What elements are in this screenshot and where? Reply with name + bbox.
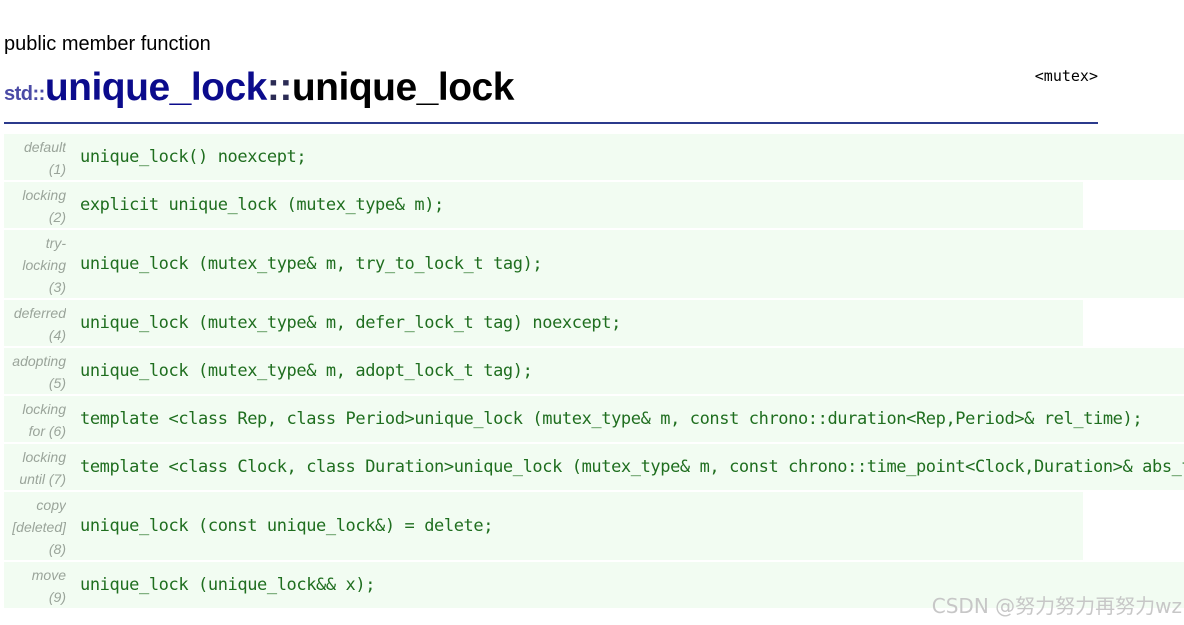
overload-label-line: (1) (48, 161, 66, 177)
overload-label: adopting (5) (4, 348, 66, 394)
overload-label-line: (2) (48, 209, 66, 225)
overload-label: default (1) (4, 134, 66, 180)
overload-row: copy [deleted] (8) unique_lock (const un… (4, 492, 1184, 560)
overload-code: template <class Clock, class Duration>un… (80, 457, 1184, 477)
overload-code: unique_lock() noexcept; (80, 147, 307, 167)
member-kind: public member function (4, 33, 211, 55)
overload-label: copy [deleted] (8) (4, 492, 66, 560)
overload-label: try- locking (3) (4, 230, 66, 298)
overload-label: move (9) (4, 562, 66, 608)
overload-row: try- locking (3) unique_lock (mutex_type… (4, 230, 1184, 298)
page-title: std::unique_lock::unique_lock (4, 66, 514, 110)
overload-label: locking for (6) (4, 396, 66, 442)
overload-label-line: (4) (48, 327, 66, 343)
overload-declaration: unique_lock (unique_lock&& x); (66, 562, 1184, 608)
overload-label: locking (2) (4, 182, 66, 228)
overload-declaration: unique_lock (mutex_type& m, defer_lock_t… (66, 300, 1184, 346)
overload-declaration: unique_lock (mutex_type& m, adopt_lock_t… (66, 348, 1184, 394)
watermark: CSDN @努力努力再努力wz (931, 594, 1182, 618)
title-separator: :: (266, 66, 292, 109)
overload-row: move (9) unique_lock (unique_lock&& x); (4, 562, 1184, 608)
overload-declaration: unique_lock() noexcept; (66, 134, 1184, 180)
overload-row: locking (2) explicit unique_lock (mutex_… (4, 182, 1184, 228)
overload-declaration: template <class Clock, class Duration>un… (66, 444, 1184, 490)
overload-code: unique_lock (mutex_type& m, defer_lock_t… (80, 313, 621, 333)
overload-label-line: adopting (12, 353, 66, 369)
overload-label-line: locking (22, 401, 66, 417)
overload-code: unique_lock (mutex_type& m, adopt_lock_t… (80, 361, 533, 381)
overload-row: deferred (4) unique_lock (mutex_type& m,… (4, 300, 1184, 346)
title-function: unique_lock (291, 66, 515, 109)
overload-table: default (1) unique_lock() noexcept; lock… (4, 134, 1184, 610)
overload-label-line: try- (45, 235, 66, 251)
overload-label-line: copy (36, 497, 66, 513)
overload-label-line: until (7) (19, 471, 66, 487)
overload-code: unique_lock (const unique_lock&) = delet… (80, 516, 494, 536)
overload-label-line: (8) (48, 541, 66, 557)
overload-code: explicit unique_lock (mutex_type& m); (80, 195, 444, 215)
title-class-link[interactable]: unique_lock (44, 66, 268, 109)
overload-label-line: deferred (13, 305, 66, 321)
overload-label-line: locking (22, 187, 66, 203)
overload-row: locking until (7) template <class Clock,… (4, 444, 1184, 490)
overload-label-line: (9) (48, 589, 66, 605)
overload-label-line: locking (22, 449, 66, 465)
title-namespace: std:: (4, 83, 45, 105)
overload-code: unique_lock (unique_lock&& x); (80, 575, 376, 595)
overload-row: locking for (6) template <class Rep, cla… (4, 396, 1184, 442)
overload-row: adopting (5) unique_lock (mutex_type& m,… (4, 348, 1184, 394)
overload-declaration: unique_lock (const unique_lock&) = delet… (66, 492, 1184, 560)
overload-label: deferred (4) (4, 300, 66, 346)
title-row: std::unique_lock::unique_lock <mutex> (4, 66, 1098, 124)
overload-label-line: (3) (48, 279, 66, 295)
overload-label-line: (5) (48, 375, 66, 391)
overload-row: default (1) unique_lock() noexcept; (4, 134, 1184, 180)
overload-label-line: for (6) (28, 423, 66, 439)
overload-label-line: default (23, 139, 66, 155)
overload-code: unique_lock (mutex_type& m, try_to_lock_… (80, 254, 543, 274)
overload-declaration: template <class Rep, class Period>unique… (66, 396, 1184, 442)
overload-declaration: explicit unique_lock (mutex_type& m); (66, 182, 1184, 228)
overload-declaration: unique_lock (mutex_type& m, try_to_lock_… (66, 230, 1184, 298)
overload-label: locking until (7) (4, 444, 66, 490)
overload-label-line: locking (22, 257, 66, 273)
header-file-link[interactable]: <mutex> (1034, 67, 1098, 85)
overload-code: template <class Rep, class Period>unique… (80, 409, 1143, 429)
overload-label-line: move (31, 567, 66, 583)
overload-label-line: [deleted] (12, 519, 66, 535)
